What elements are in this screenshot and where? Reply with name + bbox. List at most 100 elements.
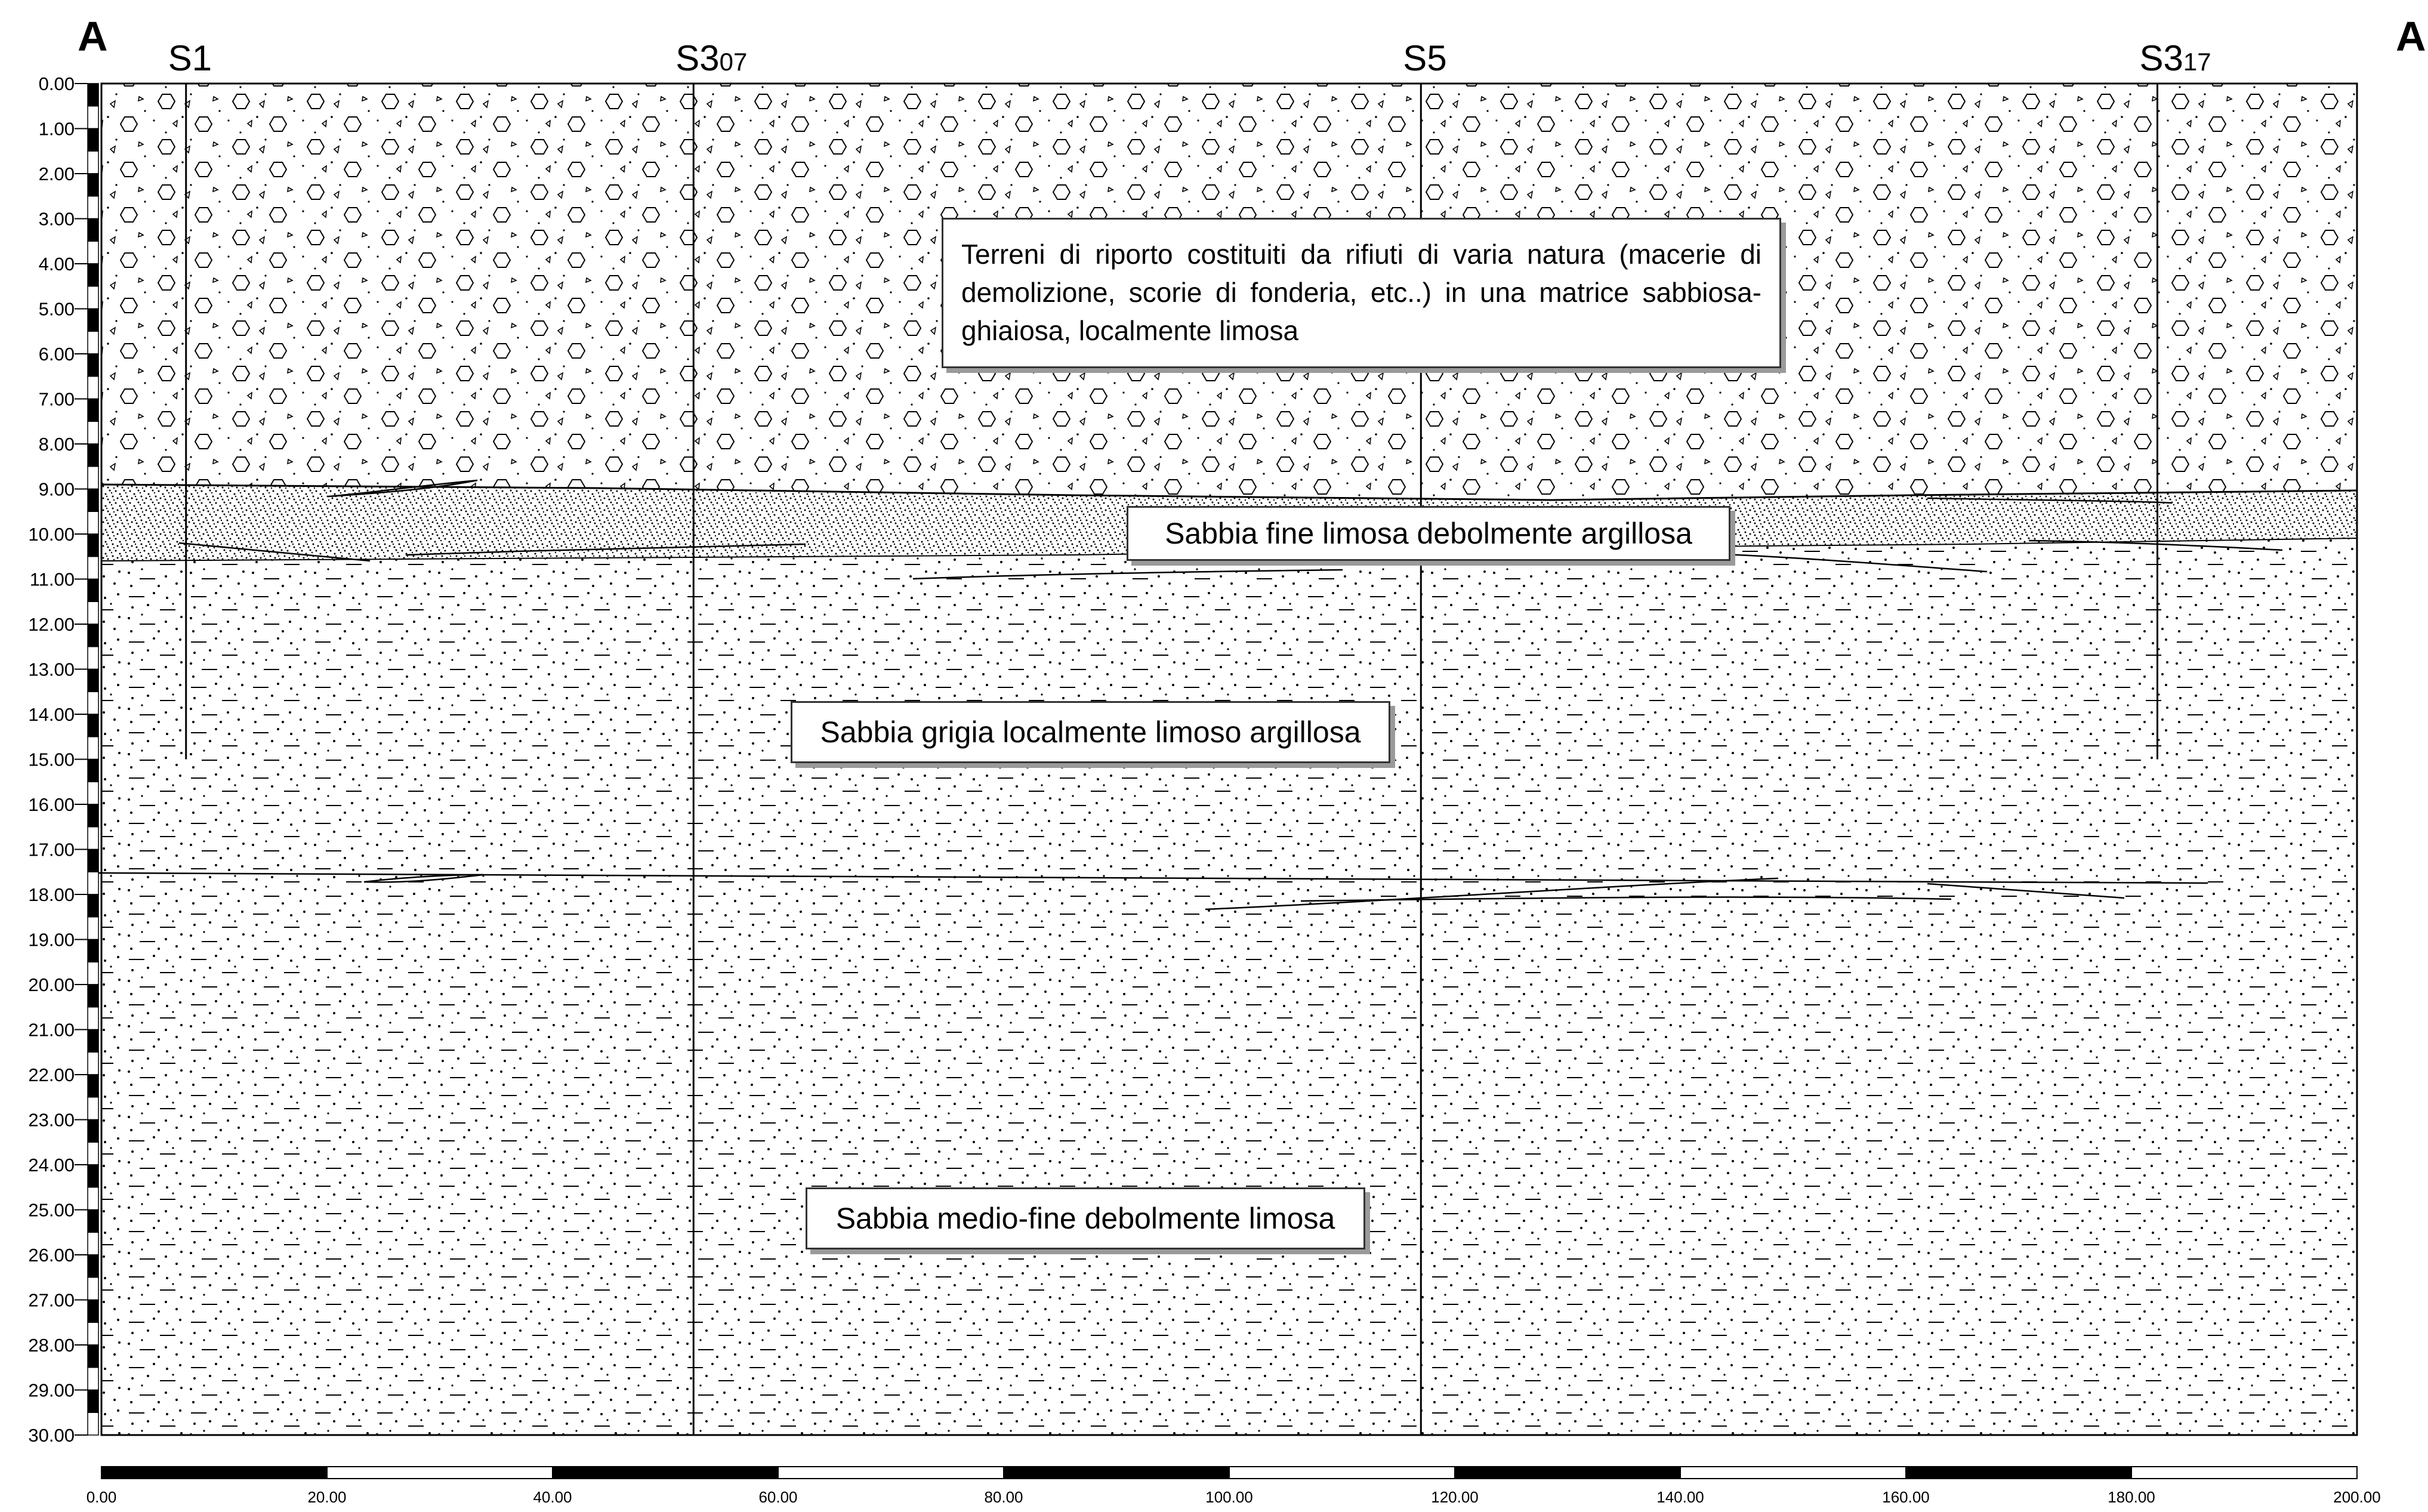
scale-segment: [1454, 1466, 1681, 1479]
depth-label: 18.00: [28, 884, 75, 905]
distance-label: 200.00: [2333, 1488, 2381, 1506]
ruler-segment: [87, 894, 99, 918]
ruler-segment: [87, 871, 99, 895]
sabbia-medio-label: Sabbia medio-fine debolmente limosa: [806, 1187, 1365, 1249]
distance-label: 100.00: [1205, 1488, 1253, 1506]
depth-label: 17.00: [28, 840, 75, 860]
depth-label: 10.00: [28, 524, 75, 545]
borehole-label: S317: [2139, 38, 2211, 78]
ruler-segment: [87, 511, 99, 535]
borehole-label-suffix: 17: [2183, 48, 2211, 76]
ruler-segment: [87, 488, 99, 512]
ruler-segment: [87, 804, 99, 828]
ruler-segment: [87, 353, 99, 377]
ruler-segment: [87, 578, 99, 602]
ruler-segment: [87, 1007, 99, 1030]
ruler-segment: [87, 646, 99, 670]
ruler-segment: [87, 83, 99, 107]
ruler-segment: [87, 218, 99, 242]
ruler-segment: [87, 1119, 99, 1143]
ruler-segment: [87, 1254, 99, 1278]
ruler-segment: [87, 781, 99, 805]
ruler-segment: [87, 1074, 99, 1098]
ruler-segment: [87, 1389, 99, 1413]
distance-label: 120.00: [1431, 1488, 1479, 1506]
depth-label: 6.00: [39, 344, 75, 365]
depth-label: 2.00: [39, 163, 75, 184]
depth-label: 12.00: [28, 614, 75, 635]
borehole-label: S307: [675, 38, 747, 78]
ruler-segment: [87, 984, 99, 1008]
distance-label: 80.00: [984, 1488, 1023, 1506]
section-end-label-left: A: [78, 13, 108, 60]
scale-segment: [1680, 1466, 1906, 1479]
ruler-segment: [87, 961, 99, 985]
ruler-segment: [87, 691, 99, 715]
ruler-segment: [87, 758, 99, 782]
fill-layer-boundary: [101, 483, 2358, 501]
depth-label: 4.00: [39, 254, 75, 274]
depth-label: 5.00: [39, 299, 75, 320]
depth-label: 0.00: [39, 73, 75, 94]
ruler-segment: [87, 1367, 99, 1391]
depth-label: 15.00: [28, 749, 75, 770]
depth-label: 3.00: [39, 209, 75, 230]
fill-layer-text: Terreni di riporto costituiti da rifiuti…: [961, 239, 1761, 346]
depth-label: 21.00: [28, 1020, 75, 1041]
ruler-segment: [87, 939, 99, 962]
distance-label: 0.00: [87, 1488, 117, 1506]
distance-label: 20.00: [307, 1488, 346, 1506]
ruler-segment: [87, 917, 99, 940]
ruler-segment: [87, 556, 99, 580]
ruler-segment: [87, 1141, 99, 1165]
depth-label: 24.00: [28, 1155, 75, 1175]
plot-frame: [100, 82, 2358, 1436]
ruler-segment: [87, 1299, 99, 1323]
scale-segment: [2131, 1466, 2358, 1479]
ruler-segment: [87, 1164, 99, 1188]
depth-label: 26.00: [28, 1245, 75, 1266]
fill-layer-label: Terreni di riporto costituiti da rifiuti…: [942, 218, 1781, 368]
distance-label: 140.00: [1656, 1488, 1704, 1506]
distance-label: 180.00: [2108, 1488, 2155, 1506]
ruler-segment: [87, 150, 99, 174]
scale-segment: [1905, 1466, 2132, 1479]
depth-label: 11.00: [30, 569, 75, 590]
ruler-segment: [87, 398, 99, 422]
ruler-segment: [87, 466, 99, 490]
ruler-segment: [87, 714, 99, 738]
depth-label: 27.00: [28, 1290, 75, 1311]
ruler-segment: [87, 533, 99, 557]
scale-segment: [552, 1466, 779, 1479]
ruler-segment: [87, 826, 99, 850]
ruler-segment: [87, 624, 99, 647]
depth-label: 30.00: [28, 1425, 75, 1446]
ruler-segment: [87, 106, 99, 129]
ruler-segment: [87, 1277, 99, 1301]
ruler-segment: [87, 308, 99, 332]
depth-label: 14.00: [28, 704, 75, 725]
borehole-label: S1: [168, 38, 212, 78]
depth-label: 1.00: [39, 119, 75, 140]
ruler-segment: [87, 421, 99, 445]
depth-label: 7.00: [39, 389, 75, 410]
scale-segment: [778, 1466, 1004, 1479]
distance-label: 40.00: [533, 1488, 572, 1506]
depth-label: 13.00: [28, 659, 75, 680]
ruler-segment: [87, 443, 99, 467]
depth-ruler: 0.001.002.003.004.005.006.007.008.009.00…: [28, 73, 99, 1446]
ruler-segment: [87, 128, 99, 152]
ruler-segment: [87, 848, 99, 872]
borehole-label: S5: [1403, 38, 1446, 78]
ruler-segment: [87, 331, 99, 354]
ruler-segment: [87, 1344, 99, 1368]
ruler-segment: [87, 1322, 99, 1346]
depth-label: 25.00: [28, 1200, 75, 1221]
depth-label: 23.00: [28, 1110, 75, 1131]
ruler-segment: [87, 601, 99, 625]
ruler-segment: [87, 1029, 99, 1053]
distance-label: 160.00: [1882, 1488, 1930, 1506]
depth-label: 22.00: [28, 1064, 75, 1085]
depth-label: 19.00: [28, 930, 75, 951]
ruler-segment: [87, 1051, 99, 1075]
